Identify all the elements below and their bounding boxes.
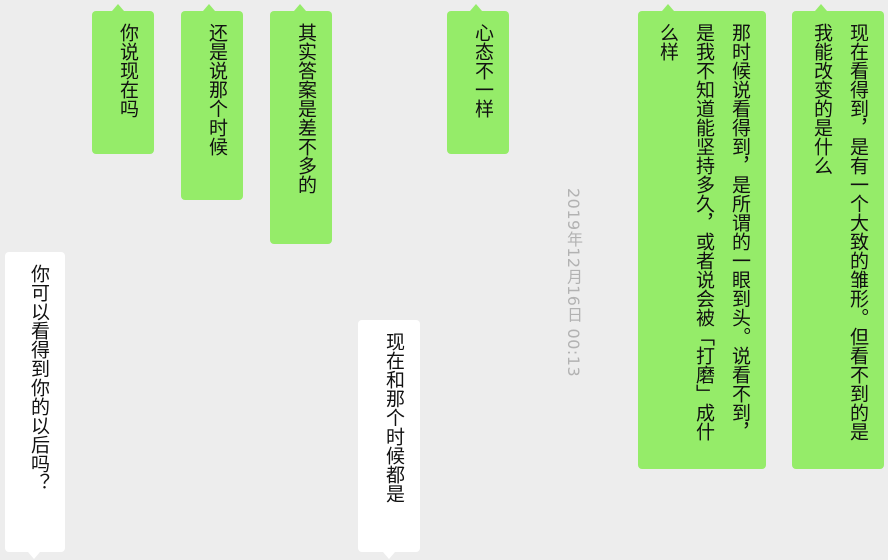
message-text: 你可以看得到你的以后吗？ [28, 264, 50, 492]
bubble-tail [294, 4, 306, 11]
message-bubble-sent[interactable]: 现在看得到，是有一个大致的雏形。但看不到的是我能改变的是什么 [792, 11, 884, 469]
message-bubble-sent[interactable]: 还是说那个时候 [181, 11, 243, 200]
bubble-tail [662, 4, 674, 11]
chat-timestamp: 2019年12月16日 00:13 [564, 188, 583, 378]
message-text: 心态不一样 [472, 23, 494, 118]
message-bubble-sent[interactable]: 其实答案是差不多的 [270, 11, 332, 244]
message-text: 那时候说看得到，是所谓的一眼到头。说看不到，是我不知道能坚持多久，或者说会被「打… [657, 23, 751, 441]
message-bubble-sent[interactable]: 那时候说看得到，是所谓的一眼到头。说看不到，是我不知道能坚持多久，或者说会被「打… [638, 11, 766, 469]
bubble-tail [470, 4, 482, 11]
message-bubble-sent[interactable]: 你说现在吗 [92, 11, 154, 154]
bubble-tail [112, 4, 124, 11]
message-bubble-received[interactable]: 你可以看得到你的以后吗？ [5, 252, 65, 552]
message-text: 现在看得到，是有一个大致的雏形。但看不到的是我能改变的是什么 [811, 23, 869, 441]
message-text: 现在和那个时候都是 [383, 332, 405, 503]
message-bubble-sent[interactable]: 心态不一样 [447, 11, 509, 154]
message-text: 还是说那个时候 [206, 23, 228, 156]
bubble-tail [203, 4, 215, 11]
message-text: 其实答案是差不多的 [295, 23, 317, 194]
message-bubble-received[interactable]: 现在和那个时候都是 [358, 320, 420, 552]
bubble-tail [815, 4, 827, 11]
message-text: 你说现在吗 [117, 23, 139, 118]
bubble-tail [383, 552, 395, 559]
bubble-tail [28, 552, 40, 559]
